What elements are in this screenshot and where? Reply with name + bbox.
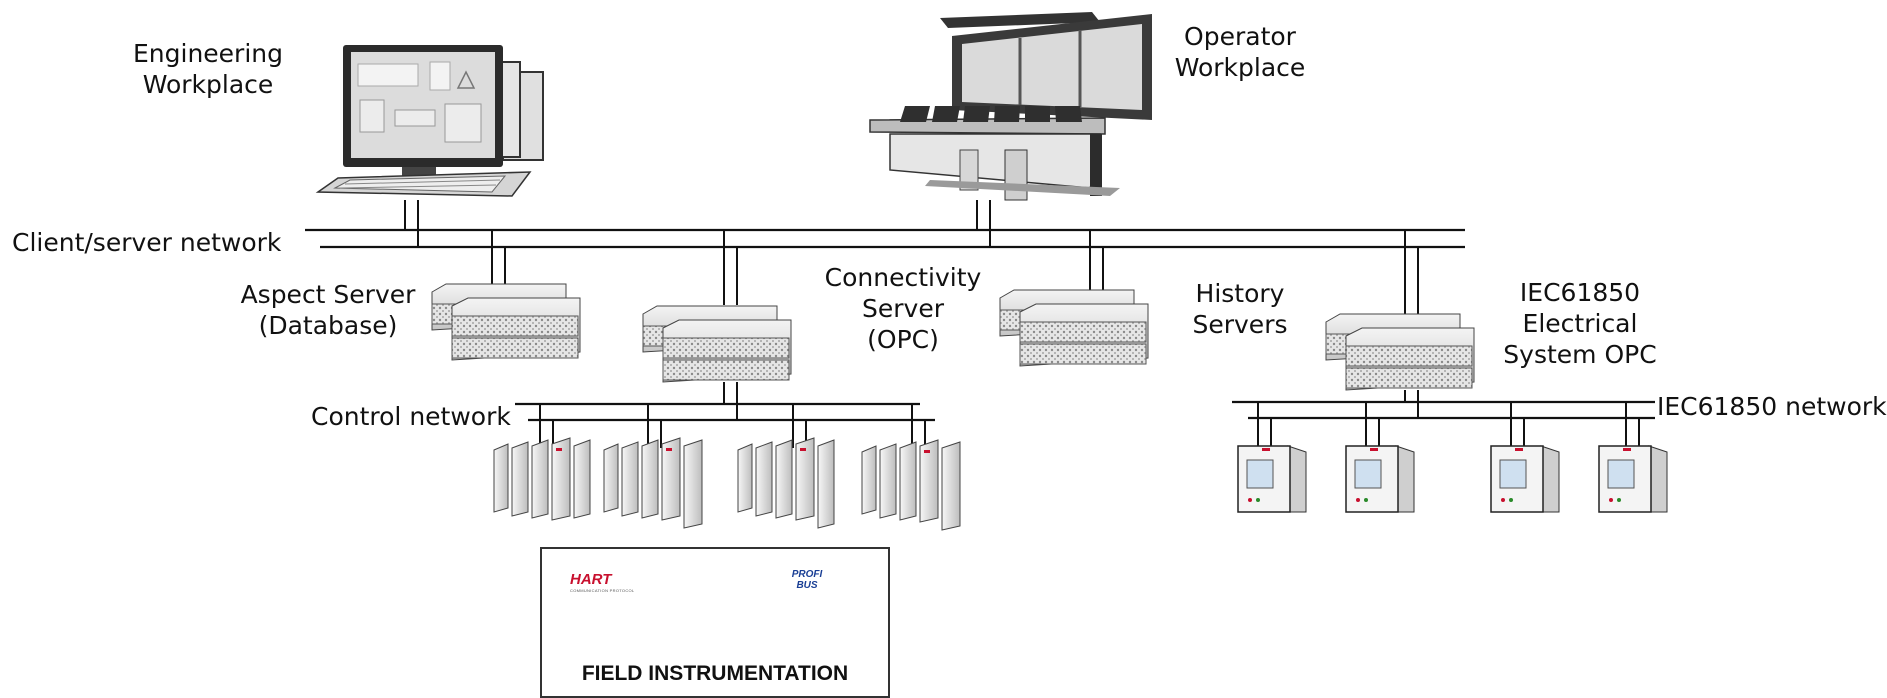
control-network-lines bbox=[515, 402, 935, 422]
engineering-workplace-label: Engineering Workplace bbox=[128, 38, 288, 100]
controller-unit-1 bbox=[493, 437, 591, 521]
controller-unit-4 bbox=[861, 439, 961, 531]
history-servers-label: History Servers bbox=[1175, 278, 1305, 340]
ied-drops bbox=[1257, 402, 1640, 446]
operator-drops bbox=[976, 200, 991, 247]
connectivity-server-label: Connectivity Server (OPC) bbox=[808, 262, 998, 355]
iec-opc-label: IEC61850 Electrical System OPC bbox=[1490, 277, 1670, 370]
history-label-line-1: History bbox=[1195, 279, 1285, 308]
aspect-label-line-1: Aspect Server bbox=[240, 280, 416, 309]
aspect-label-line-2: (Database) bbox=[258, 311, 398, 340]
operator-workplace-icon bbox=[869, 12, 1152, 201]
operator-label-line-1: Operator bbox=[1184, 22, 1296, 51]
connectivity-to-control-drops bbox=[723, 382, 738, 420]
iec-opc-to-network-drops bbox=[1404, 390, 1419, 418]
field-instrumentation-box: HART COMMUNICATION PROTOCOL PROFI BUS FI… bbox=[540, 547, 890, 698]
engineering-drops bbox=[404, 200, 419, 247]
ied-relay-2 bbox=[1345, 445, 1415, 513]
connectivity-label-line-3: (OPC) bbox=[867, 325, 939, 354]
aspect-server-label: Aspect Server (Database) bbox=[228, 279, 428, 341]
iec-opc-server-icon bbox=[1325, 313, 1475, 391]
hart-logo-subtitle: COMMUNICATION PROTOCOL bbox=[570, 588, 635, 593]
engineering-label-line-2: Workplace bbox=[142, 70, 274, 99]
controller-unit-3 bbox=[737, 437, 835, 529]
field-instrumentation-title: FIELD INSTRUMENTATION bbox=[581, 662, 849, 685]
aspect-server-icon bbox=[431, 283, 581, 361]
connectivity-server-icon bbox=[642, 305, 792, 383]
profibus-logo-line-1: PROFI bbox=[791, 569, 823, 580]
engineering-workplace-icon bbox=[315, 45, 544, 197]
profibus-logo: PROFI BUS bbox=[775, 569, 839, 591]
ied-relay-3 bbox=[1490, 445, 1560, 513]
control-network-label: Control network bbox=[311, 402, 511, 431]
iec-opc-label-line-3: System OPC bbox=[1503, 340, 1657, 369]
iec-opc-label-line-1: IEC61850 bbox=[1519, 278, 1641, 307]
iec61850-network-lines bbox=[1232, 400, 1655, 420]
controller-unit-2 bbox=[603, 437, 703, 529]
operator-workplace-label: Operator Workplace bbox=[1160, 21, 1320, 83]
hart-logo: HART bbox=[570, 571, 612, 588]
connectivity-label-line-2: Server bbox=[862, 294, 944, 323]
client-server-network-label: Client/server network bbox=[12, 228, 282, 257]
operator-label-line-2: Workplace bbox=[1174, 53, 1306, 82]
history-label-line-2: Servers bbox=[1192, 310, 1288, 339]
iec-opc-label-line-2: Electrical bbox=[1522, 309, 1638, 338]
profibus-logo-line-2: BUS bbox=[796, 580, 818, 591]
ied-relay-4 bbox=[1598, 445, 1668, 513]
iec61850-network-label: IEC61850 network bbox=[1657, 392, 1887, 421]
ied-relay-1 bbox=[1237, 445, 1307, 513]
client-server-network-lines bbox=[305, 228, 1465, 249]
server-drops bbox=[491, 230, 1419, 320]
connectivity-label-line-1: Connectivity bbox=[824, 263, 982, 292]
history-servers-icon bbox=[999, 289, 1149, 367]
engineering-label-line-1: Engineering bbox=[133, 39, 283, 68]
controller-drops bbox=[539, 404, 926, 448]
